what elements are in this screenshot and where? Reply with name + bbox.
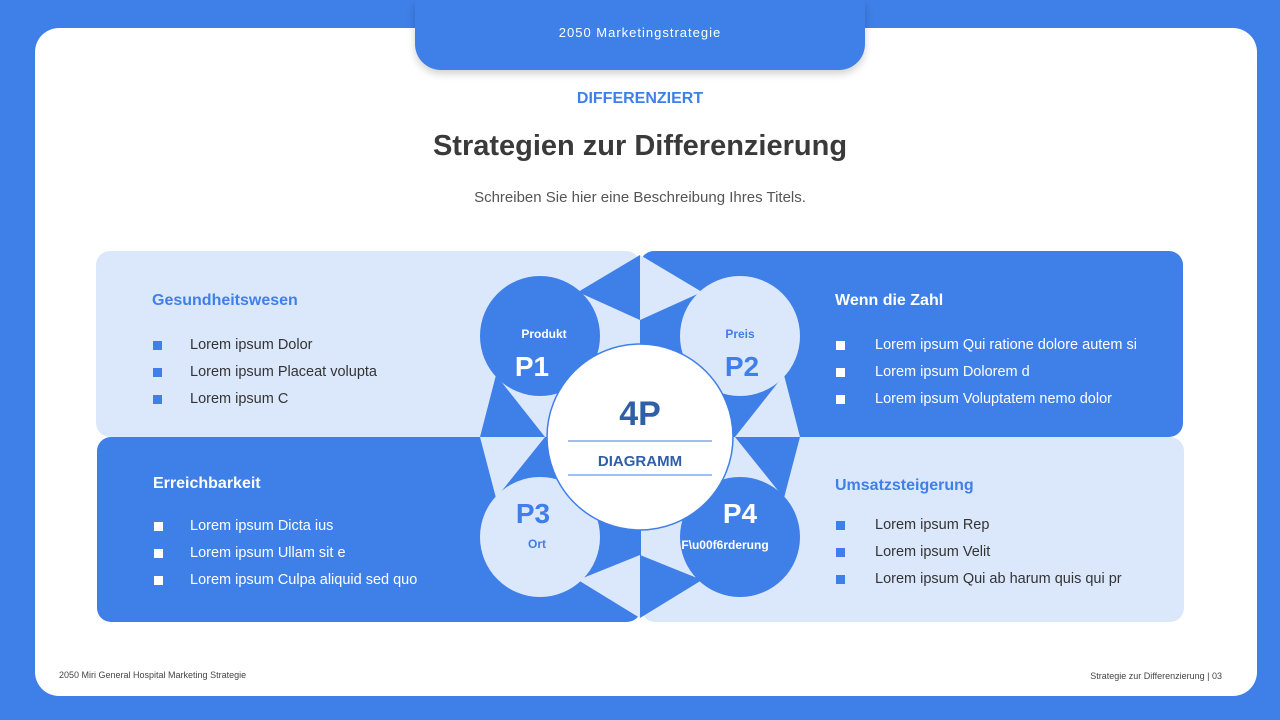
bullet-square-icon bbox=[836, 368, 845, 377]
list-item: Lorem ipsum Rep bbox=[836, 512, 1122, 539]
list-item: Lorem ipsum Velit bbox=[836, 539, 1122, 566]
list-item: Lorem ipsum Ullam sit e bbox=[154, 540, 417, 567]
bullet-square-icon bbox=[154, 576, 163, 585]
bullet-square-icon bbox=[836, 575, 845, 584]
quadrant-number: Wenn die Zahl Lorem ipsum Qui ratione do… bbox=[640, 251, 1183, 437]
bullet-square-icon bbox=[153, 368, 162, 377]
quadrant-list: Lorem ipsum Rep Lorem ipsum Velit Lorem … bbox=[836, 512, 1122, 593]
quadrant-accessibility: Erreichbarkeit Lorem ipsum Dicta ius Lor… bbox=[97, 437, 641, 622]
list-item: Lorem ipsum Placeat volupta bbox=[153, 359, 377, 386]
bullet-square-icon bbox=[153, 341, 162, 350]
list-item: Lorem ipsum Dicta ius bbox=[154, 513, 417, 540]
quadrant-list: Lorem ipsum Qui ratione dolore autem si … bbox=[836, 332, 1137, 413]
list-item: Lorem ipsum C bbox=[153, 386, 377, 413]
quadrant-list: Lorem ipsum Dolor Lorem ipsum Placeat vo… bbox=[153, 332, 377, 413]
list-item: Lorem ipsum Voluptatem nemo dolor bbox=[836, 386, 1137, 413]
header-tab: 2050 Marketingstrategie bbox=[415, 0, 865, 70]
list-item: Lorem ipsum Dolorem d bbox=[836, 359, 1137, 386]
bullet-square-icon bbox=[154, 549, 163, 558]
list-item: Lorem ipsum Qui ab harum quis qui pr bbox=[836, 566, 1122, 593]
eyebrow-label: DIFFERENZIERT bbox=[576, 90, 704, 107]
bullet-square-icon bbox=[836, 395, 845, 404]
quadrant-revenue: Umsatzsteigerung Lorem ipsum Rep Lorem i… bbox=[641, 437, 1184, 622]
bullet-square-icon bbox=[836, 548, 845, 557]
quadrant-title: Gesundheitswesen bbox=[152, 292, 298, 309]
page-title: Strategien zur Differenzierung bbox=[432, 130, 848, 162]
bullet-square-icon bbox=[154, 522, 163, 531]
bullet-square-icon bbox=[836, 521, 845, 530]
quadrant-title: Erreichbarkeit bbox=[153, 475, 261, 492]
quadrant-list: Lorem ipsum Dicta ius Lorem ipsum Ullam … bbox=[154, 513, 417, 594]
bullet-square-icon bbox=[836, 341, 845, 350]
footer-left: 2050 Miri General Hospital Marketing Str… bbox=[59, 670, 247, 680]
bullet-square-icon bbox=[153, 395, 162, 404]
header-title: 2050 Marketingstrategie bbox=[558, 24, 722, 40]
quadrant-healthcare: Gesundheitswesen Lorem ipsum Dolor Lorem… bbox=[96, 251, 640, 437]
page-subtitle: Schreiben Sie hier eine Beschreibung Ihr… bbox=[474, 189, 806, 206]
list-item: Lorem ipsum Qui ratione dolore autem si bbox=[836, 332, 1137, 359]
footer-right: Strategie zur Differenzierung | 03 bbox=[1090, 671, 1222, 681]
quadrant-title: Umsatzsteigerung bbox=[835, 477, 974, 494]
quadrant-title: Wenn die Zahl bbox=[835, 292, 944, 309]
list-item: Lorem ipsum Culpa aliquid sed quo bbox=[154, 567, 417, 594]
list-item: Lorem ipsum Dolor bbox=[153, 332, 377, 359]
